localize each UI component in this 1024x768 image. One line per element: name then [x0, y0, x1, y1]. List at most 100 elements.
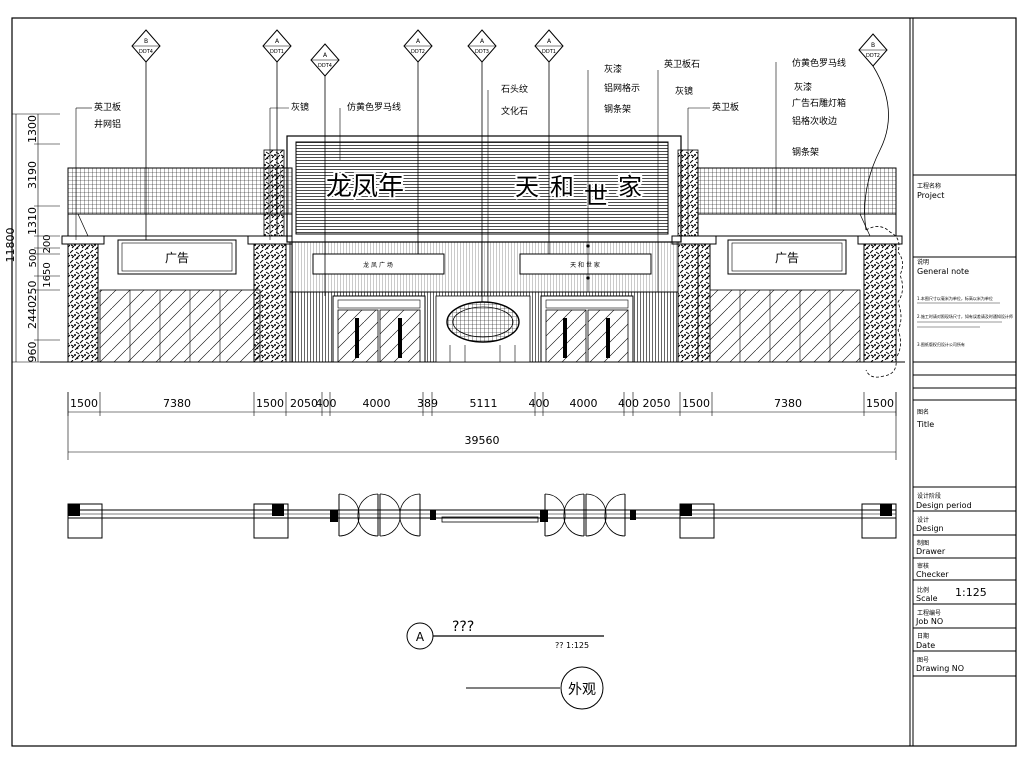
dim-v-250: 250 [26, 281, 39, 302]
checker-label: Checker [916, 570, 949, 579]
view-label-circle [560, 666, 604, 710]
note-8a: 仿黄色罗马线 [792, 57, 846, 69]
scale-label: Scale [916, 594, 938, 603]
grid-band-left [67, 167, 293, 215]
note-4b: 文化石 [501, 105, 528, 117]
checker-label-cn: 审核 [917, 562, 929, 570]
note-8d: 铝格次收边 [792, 115, 837, 127]
svg-text:A: A [416, 38, 421, 45]
material-notes: 英卫板 井网铝 灰镜 仿黄色罗马线 石头纹 文化石 灰漆 铝网格示 钢条架 英卫… [75, 57, 846, 302]
title-label-cn: 图名 [917, 408, 929, 416]
note-label-cn: 说明 [917, 258, 929, 266]
dim-h-3: 1500 [256, 397, 284, 410]
dim-v-1310: 1310 [26, 207, 39, 235]
svg-text:B: B [144, 38, 148, 45]
title-block: 工程名称 Project 说明 General note 1.本图尺寸以毫米为单… [909, 18, 1016, 746]
ad-label-right: 广告 [775, 251, 799, 265]
svg-text:A: A [547, 38, 552, 45]
note-6a: 英卫板石 [664, 58, 700, 70]
note-3: 仿黄色罗马线 [347, 101, 401, 113]
note-5c: 钢条架 [604, 103, 631, 115]
pillar-2 [253, 235, 287, 363]
dim-h-11: 400 [618, 397, 639, 410]
note-8c: 广告石雕灯箱 [792, 97, 846, 109]
drawer-label: Drawer [916, 547, 946, 556]
detail-tag-5: A DDT3 [467, 29, 497, 302]
ad-box-right [727, 239, 847, 275]
note-1a: 英卫板 [94, 101, 121, 113]
note-1b: 井网铝 [94, 118, 121, 130]
note-label: General note [917, 267, 969, 276]
detail-tag-7: B DDT2 [858, 33, 889, 231]
date-label: Date [916, 641, 935, 650]
note-5a: 灰漆 [604, 63, 622, 75]
sign-text-right-1: 天 [515, 173, 539, 201]
note-line-2: 2.施工时请对照现场尺寸，如有误差请及时通知设计师 [917, 313, 1013, 319]
dim-h-8: 5111 [470, 397, 498, 410]
ad-box-left [117, 239, 237, 275]
dim-v-2440: 2440 [26, 301, 39, 329]
svg-text:B: B [871, 42, 875, 49]
section-marker-label: A [416, 630, 425, 644]
dim-v-3190: 3190 [26, 161, 39, 189]
dim-h-13: 1500 [682, 397, 710, 410]
view-label: 外观 [568, 682, 596, 698]
sign-text-right-4: 家 [618, 173, 642, 201]
job-label: Job NO [915, 617, 943, 626]
note-8b: 灰漆 [794, 81, 812, 93]
date-label-cn: 日期 [917, 632, 929, 640]
dim-v-1300: 1300 [26, 115, 39, 143]
dim-h-15: 1500 [866, 397, 894, 410]
detail-tag-6: A DDT1 [534, 29, 564, 254]
drawing-caption: A ??? ?? 1:125 外观 [406, 619, 604, 710]
detail-tag-1: B DDT4 [131, 29, 161, 240]
sign-text-right-2: 和 [550, 173, 574, 201]
detail-tag-4: A DDT2 [403, 29, 433, 254]
dim-h-1: 1500 [70, 397, 98, 410]
pillar-1 [67, 235, 99, 363]
period-label-cn: 设计阶段 [917, 492, 941, 500]
project-label-cn: 工程名称 [917, 182, 941, 190]
note-line-1: 1.本图尺寸以毫米为单位，标高以米为单位 [917, 295, 993, 301]
door-swing-left [338, 493, 421, 537]
dim-overall: 11800 [4, 228, 17, 263]
svg-text:A: A [275, 38, 280, 45]
name-band-left-text: 龙 凤 广 场 [363, 261, 393, 269]
note-line-3: 3.图纸版权归设计公司所有 [917, 341, 965, 347]
design-label: Design [916, 524, 944, 533]
revision-cloud [865, 226, 903, 378]
dim-v-1650: 1650 [42, 262, 53, 287]
plan-view [67, 493, 897, 539]
svg-text:DDT4: DDT4 [139, 49, 153, 55]
svg-text:DDT1: DDT1 [270, 49, 284, 55]
facade-elevation: 广告 广告 龙凤年 天 和 世 家 龙 凤 广 场 [40, 135, 905, 378]
drawing-no-label-cn: 图号 [917, 657, 929, 664]
ad-label-left: 广告 [165, 251, 189, 265]
title-label: Title [916, 420, 934, 429]
dim-h-6: 4000 [363, 397, 391, 410]
svg-text:A: A [323, 52, 328, 59]
sign-text-right-3: 世 [584, 182, 608, 210]
vertical-dimensions: 11800 1300 3190 1310 500 200 250 1650 24… [4, 113, 60, 363]
detail-tags: B DDT4 A DDT1 A DDT4 A DDT2 [131, 29, 889, 302]
dim-h-4: 2050 [290, 397, 318, 410]
dim-v-960: 960 [26, 342, 39, 363]
name-band-left [312, 253, 445, 275]
name-band-right-text: 天 和 世 家 [570, 261, 600, 269]
job-label-cn: 工程编号 [917, 609, 941, 617]
detail-tag-3: A DDT4 [310, 43, 340, 296]
dim-total: 39560 [465, 434, 500, 447]
dim-h-12: 2050 [643, 397, 671, 410]
oval-ornament [446, 301, 520, 343]
svg-text:DDT4: DDT4 [318, 63, 332, 69]
dim-h-10: 4000 [570, 397, 598, 410]
svg-text:A: A [480, 38, 485, 45]
note-8e: 钢条架 [792, 146, 819, 158]
drawing-no-label: Drawing NO [916, 664, 964, 673]
dim-h-9: 400 [529, 397, 550, 410]
sheet-border [11, 17, 1017, 747]
grid-band-right [697, 167, 897, 215]
drawer-label-cn: 制图 [917, 539, 929, 547]
svg-text:DDT1: DDT1 [542, 49, 556, 55]
